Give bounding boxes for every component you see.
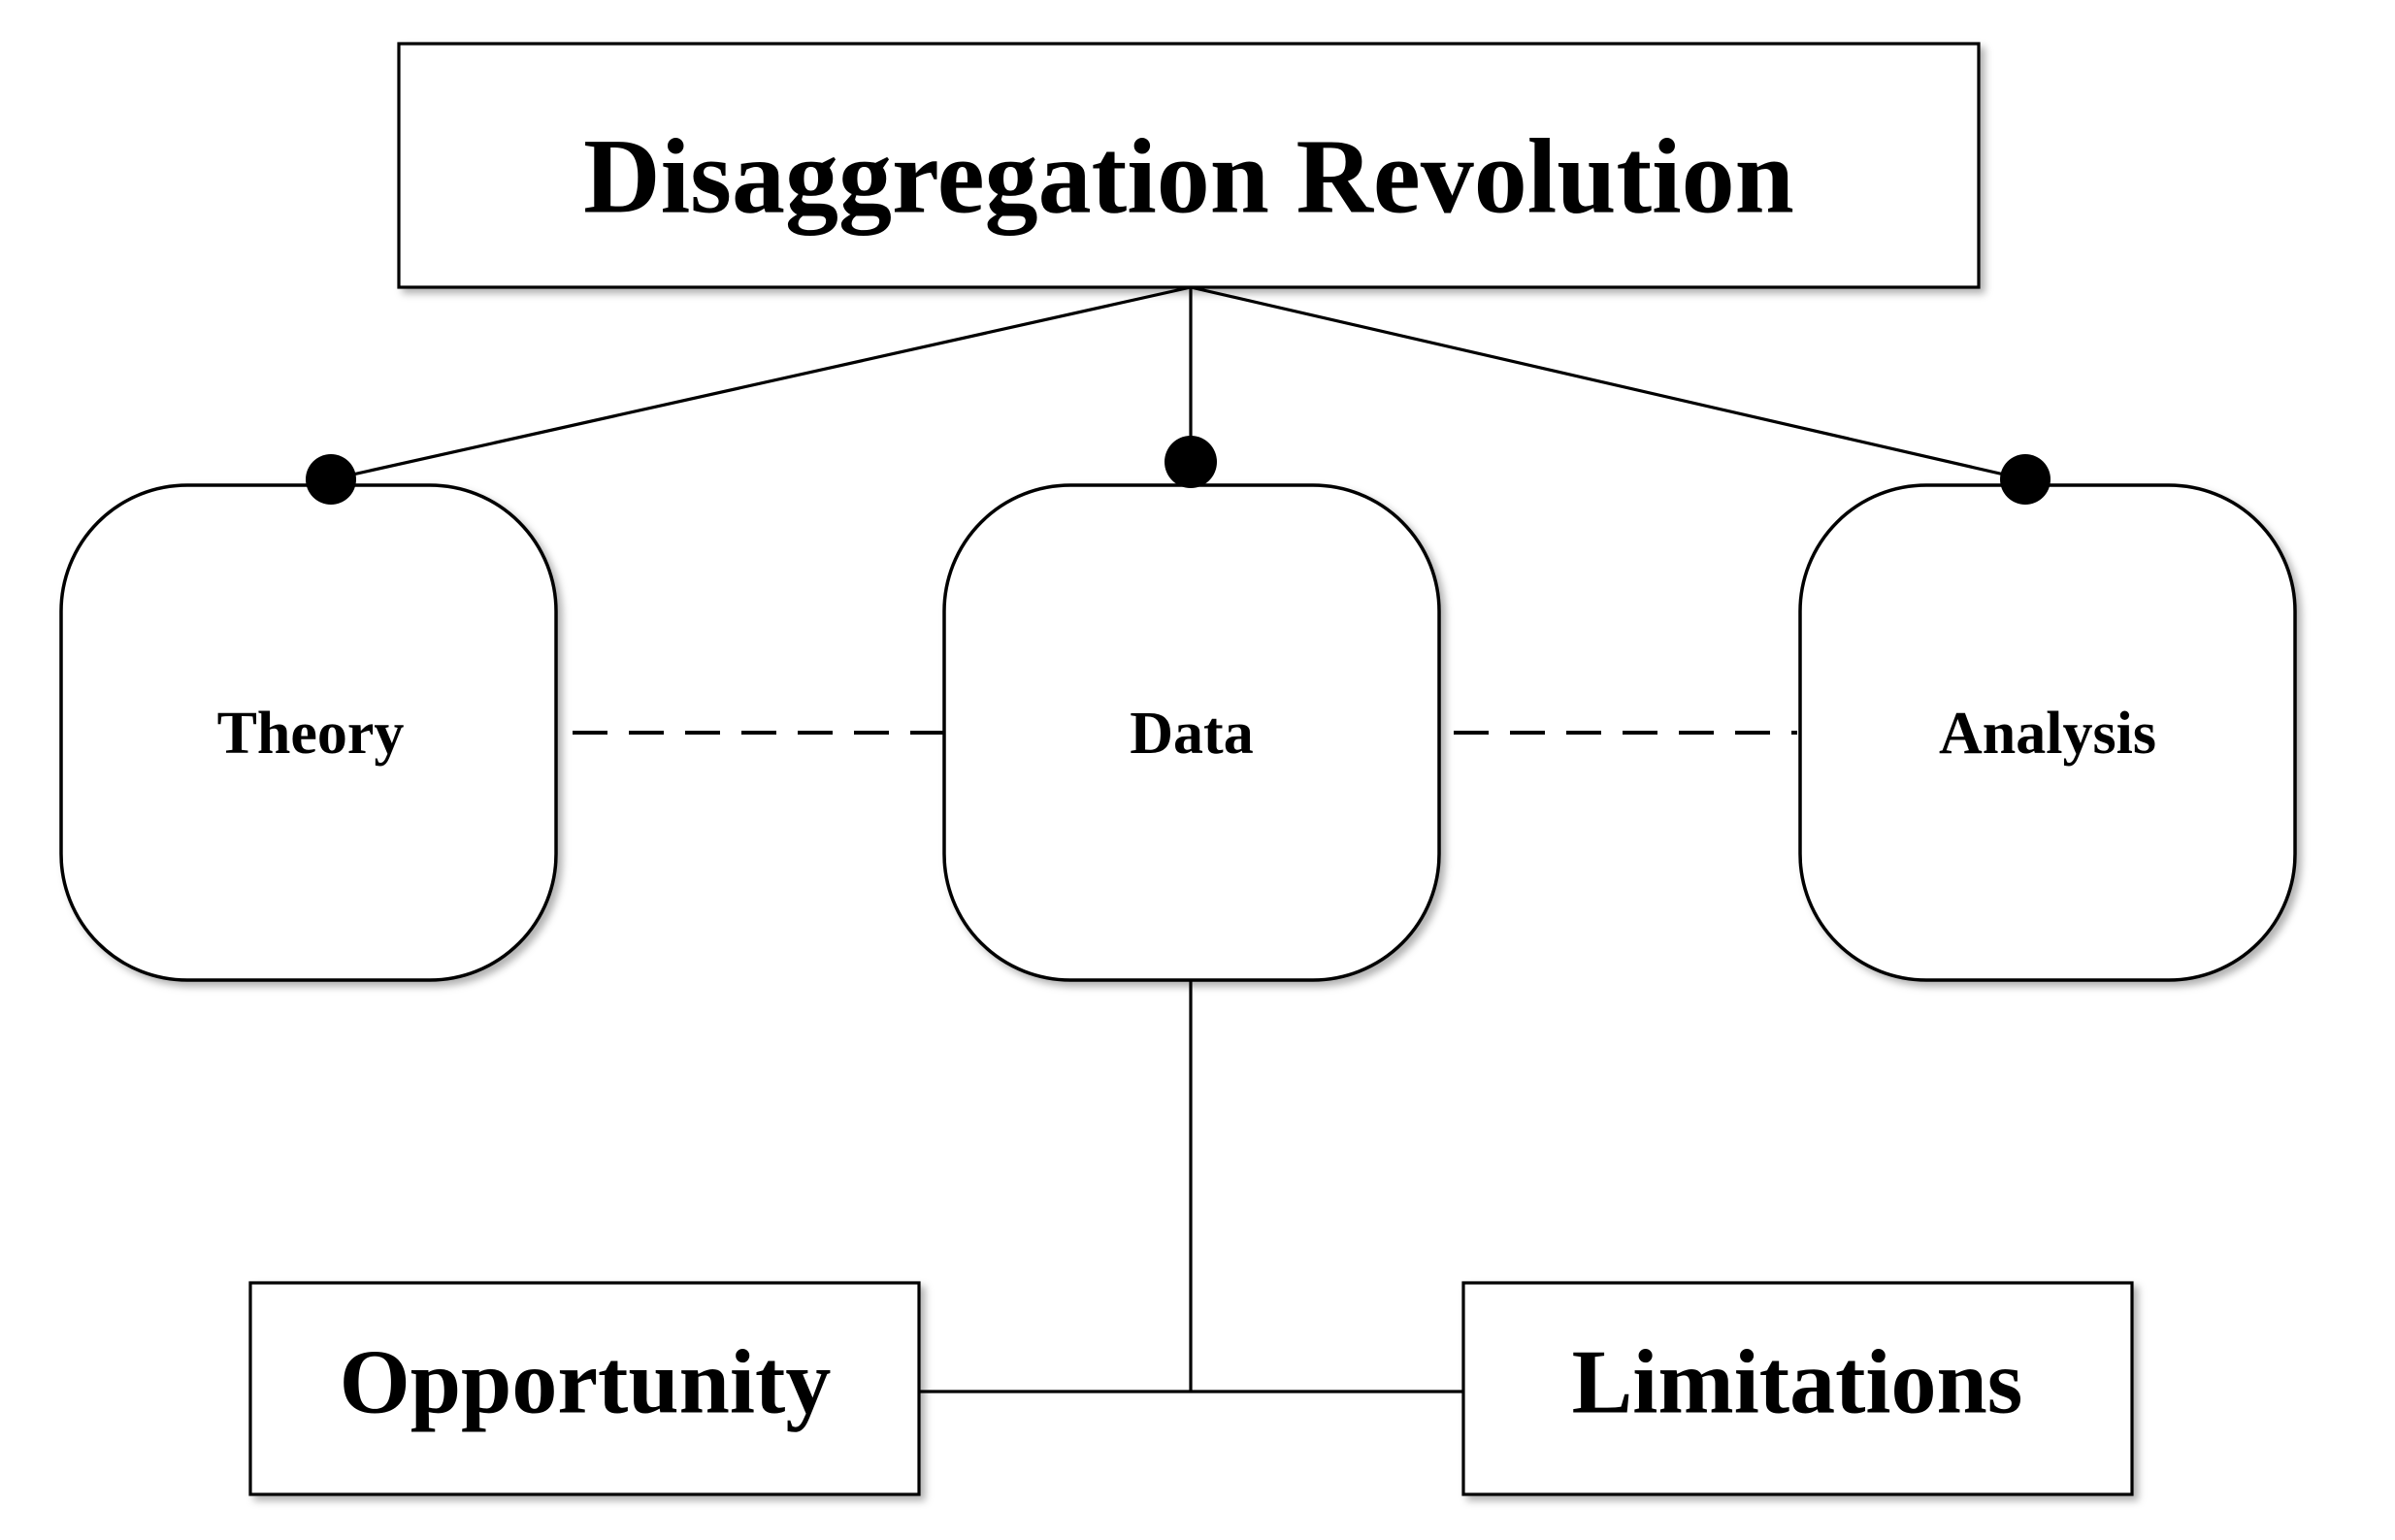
title-box: Disaggregation Revolution <box>397 42 1981 289</box>
diagram-title: Disaggregation Revolution <box>583 116 1794 235</box>
outcome-opportunity-box: Opportunity <box>248 1281 921 1496</box>
outcome-limitations-label: Limitations <box>1572 1332 2023 1433</box>
node-theory: Theory <box>59 483 558 982</box>
connector-title-analysis <box>1190 285 2026 481</box>
outcome-limitations-box: Limitations <box>1461 1281 2134 1496</box>
connector-dot-theory <box>306 454 356 505</box>
node-analysis-label: Analysis <box>1939 701 2156 767</box>
outcome-connectors <box>919 980 1463 1393</box>
title-connectors <box>330 285 2026 481</box>
outcome-opportunity-label: Opportunity <box>340 1332 832 1433</box>
node-analysis: Analysis <box>1798 483 2297 982</box>
connector-dot-data <box>1165 436 1217 488</box>
node-data: Data <box>942 483 1441 982</box>
node-theory-label: Theory <box>217 701 405 767</box>
connector-title-theory <box>330 285 1192 481</box>
connector-dot-analysis <box>2000 454 2051 505</box>
node-data-label: Data <box>1130 701 1253 767</box>
connector-dots <box>306 436 2051 505</box>
